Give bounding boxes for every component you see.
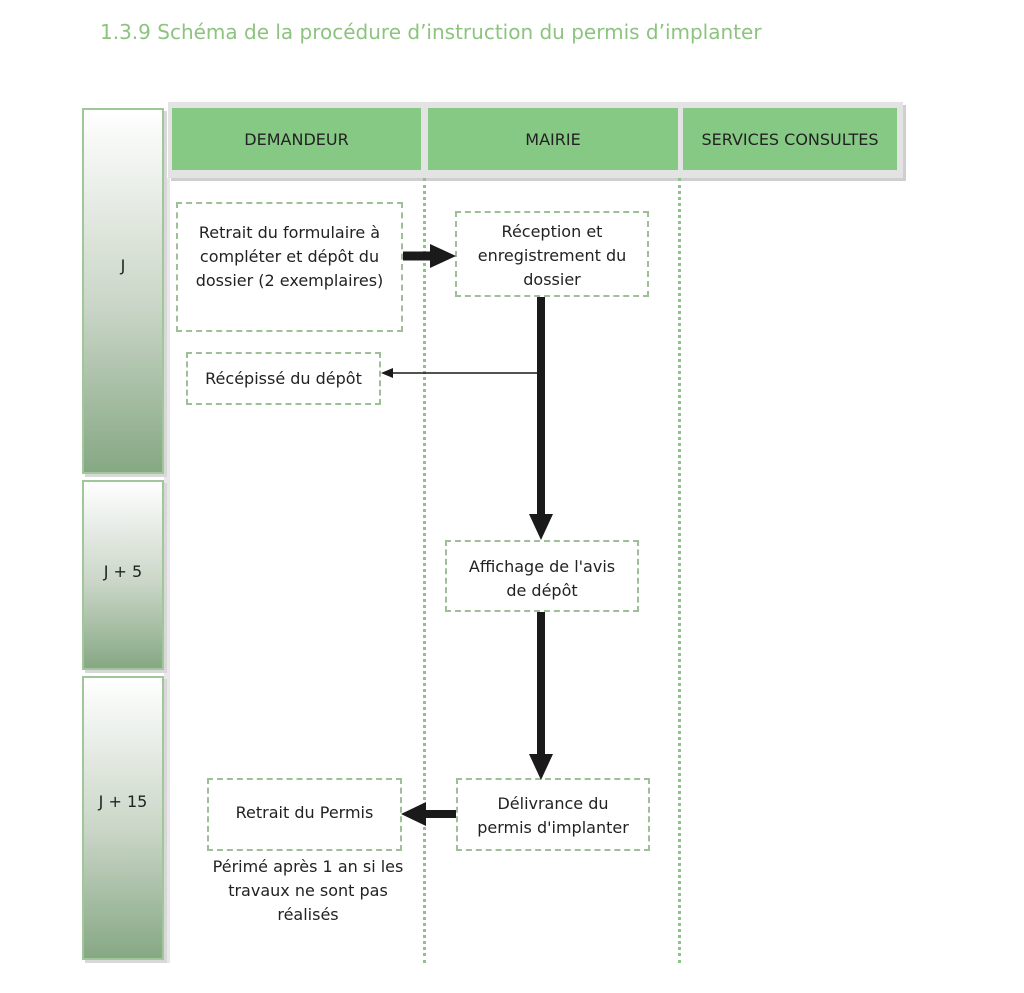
lane-header-demandeur: DEMANDEUR (172, 108, 421, 170)
time-box-j: J (82, 108, 164, 474)
lane-header-mairie: MAIRIE (428, 108, 678, 170)
time-label-j: J (120, 256, 126, 275)
step-reception-text: Réception et enregistrement du dossier (477, 222, 627, 289)
step-delivrance-text: Délivrance du permis d'implanter (477, 794, 629, 837)
time-label-j15: J + 15 (98, 792, 148, 811)
step-recepisse-text: Récépissé du dépôt (205, 369, 362, 388)
step-reception: Réception et enregistrement du dossier (455, 211, 649, 297)
lane-header-services: SERVICES CONSULTES (683, 108, 897, 170)
page-title: 1.3.9 Schéma de la procédure d’instructi… (100, 20, 762, 44)
arrow-depot-to-reception (403, 244, 456, 268)
lane-divider-demandeur-mairie (423, 178, 426, 963)
step-recepisse: Récépissé du dépôt (186, 352, 381, 405)
arrow-delivrance-to-retrait (401, 802, 456, 826)
step-retrait-formulaire-text: Retrait du formulaire à compléter et dép… (195, 223, 384, 290)
time-box-j5: J + 5 (82, 480, 164, 670)
arrow-to-recepisse (381, 368, 541, 378)
arrow-reception-to-affichage (529, 297, 553, 540)
step-retrait-permis: Retrait du Permis (207, 778, 402, 851)
step-affichage: Affichage de l'avis de dépôt (445, 540, 639, 612)
step-retrait-permis-text: Retrait du Permis (235, 803, 374, 822)
arrow-affichage-to-delivrance (529, 612, 553, 780)
time-column-shadow (164, 178, 170, 963)
step-delivrance: Délivrance du permis d'implanter (456, 778, 650, 851)
lane-divider-mairie-services (678, 178, 681, 963)
step-affichage-text: Affichage de l'avis de dépôt (468, 557, 616, 600)
time-label-j5: J + 5 (103, 562, 143, 581)
time-box-j15: J + 15 (82, 676, 164, 960)
step-retrait-formulaire: Retrait du formulaire à compléter et dép… (176, 202, 403, 332)
expiry-note: Périmé après 1 an si les travaux ne sont… (212, 857, 404, 924)
